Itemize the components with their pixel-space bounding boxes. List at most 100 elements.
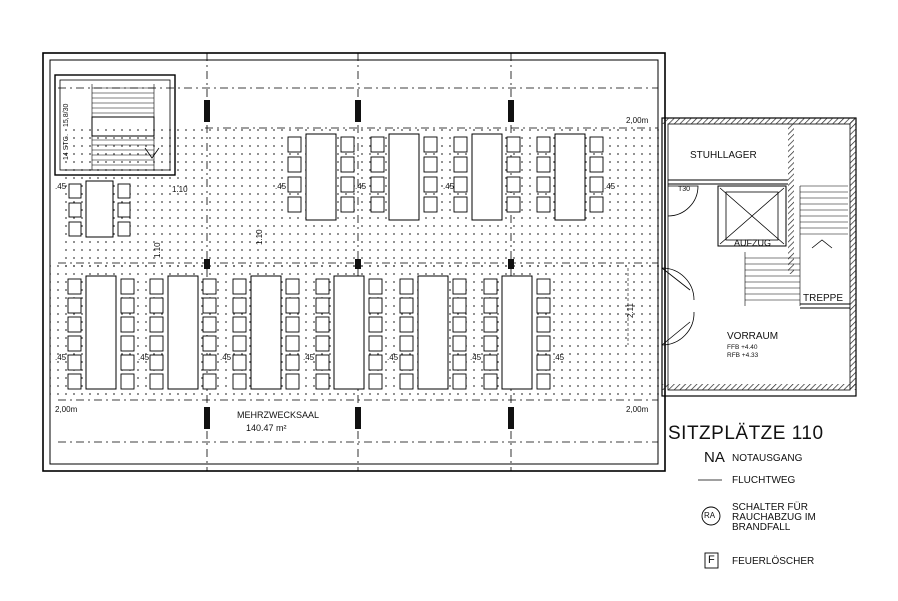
chair (506, 196, 521, 213)
chair (483, 316, 498, 333)
chair (315, 335, 330, 352)
table (471, 133, 503, 221)
chair (423, 156, 438, 173)
chair (232, 354, 247, 371)
chair (536, 373, 551, 390)
chair (483, 278, 498, 295)
aisle-label: .45 (470, 353, 482, 362)
dim-bottom-left: 2,00m (55, 405, 78, 414)
extinguisher-text: FEUERLÖSCHER (732, 556, 815, 567)
chair (423, 196, 438, 213)
door-rating-label: T30 (678, 186, 690, 193)
chair (452, 297, 467, 314)
chair (399, 297, 414, 314)
chair (285, 297, 300, 314)
chair (536, 136, 551, 153)
chair (285, 278, 300, 295)
chair (453, 196, 468, 213)
smoke-switch-text-2: RAUCHABZUG IM (732, 512, 816, 523)
chair (120, 335, 135, 352)
chair (315, 373, 330, 390)
chair (149, 373, 164, 390)
chair (287, 196, 302, 213)
chair (67, 278, 82, 295)
table (417, 275, 449, 390)
stair-ratio-label: 15,8/30 (63, 104, 70, 127)
chair (149, 354, 164, 371)
chair (399, 354, 414, 371)
aisle-label: .45 (604, 182, 616, 191)
chair (68, 183, 82, 199)
chair (202, 335, 217, 352)
chair (202, 278, 217, 295)
chair (232, 278, 247, 295)
chair (368, 297, 383, 314)
chair (340, 156, 355, 173)
chair (149, 316, 164, 333)
table (388, 133, 420, 221)
chair (368, 335, 383, 352)
chair (232, 297, 247, 314)
chair (423, 136, 438, 153)
seating-layout (67, 133, 604, 390)
chair (399, 316, 414, 333)
chair (202, 316, 217, 333)
chair (452, 278, 467, 295)
chair (423, 176, 438, 193)
smoke-switch-symbol-label: RA (704, 511, 716, 520)
table (305, 133, 337, 221)
aisle-label: .45 (220, 353, 232, 362)
chair (370, 156, 385, 173)
aisle-labels: .45 .45 .45 .45 .45 .45 .45 .45 .45 .45 … (55, 182, 616, 362)
stair-steps-label: 14 STG. (63, 134, 70, 160)
chair (67, 373, 82, 390)
table (85, 275, 117, 390)
chair (67, 335, 82, 352)
emergency-exit-symbol: NA (704, 449, 725, 466)
chair (67, 354, 82, 371)
aisle-label: .45 (55, 182, 67, 191)
chair (506, 136, 521, 153)
dim-gap-vertical: 1.10 (255, 229, 264, 245)
chair (232, 335, 247, 352)
chair (117, 221, 131, 237)
chair (285, 335, 300, 352)
hall-dimensions: 2,00m 2,00m 2,00m 1.10 1.10 1.10 2.11 (55, 116, 649, 414)
chair (370, 196, 385, 213)
chair (149, 335, 164, 352)
chair (368, 316, 383, 333)
chair (285, 373, 300, 390)
chair (120, 316, 135, 333)
smoke-switch-text-3: BRANDFALL (732, 522, 791, 533)
chair (67, 316, 82, 333)
anteroom-label: VORRAUM (727, 331, 778, 342)
aisle-label: .45 (275, 182, 287, 191)
chair (287, 176, 302, 193)
chair (202, 354, 217, 371)
chair (120, 278, 135, 295)
table (554, 133, 586, 221)
smoke-switch-text-1: SCHALTER FÜR (732, 502, 808, 513)
chair (340, 176, 355, 193)
chair (589, 196, 604, 213)
chair (399, 335, 414, 352)
hall-area: 140.47 m² (246, 423, 287, 433)
aisle-label: .45 (387, 353, 399, 362)
chair (452, 335, 467, 352)
chair (315, 297, 330, 314)
chair (452, 354, 467, 371)
chair (589, 156, 604, 173)
emergency-exit-text: NOTAUSGANG (732, 453, 803, 464)
annex-walls (661, 117, 857, 397)
chair (453, 136, 468, 153)
chair (232, 373, 247, 390)
dim-bottom-right: 2,00m (626, 405, 649, 414)
chair (117, 183, 131, 199)
chair (589, 136, 604, 153)
chair (285, 354, 300, 371)
chair (315, 316, 330, 333)
chair (202, 373, 217, 390)
chair (453, 176, 468, 193)
chair (452, 373, 467, 390)
